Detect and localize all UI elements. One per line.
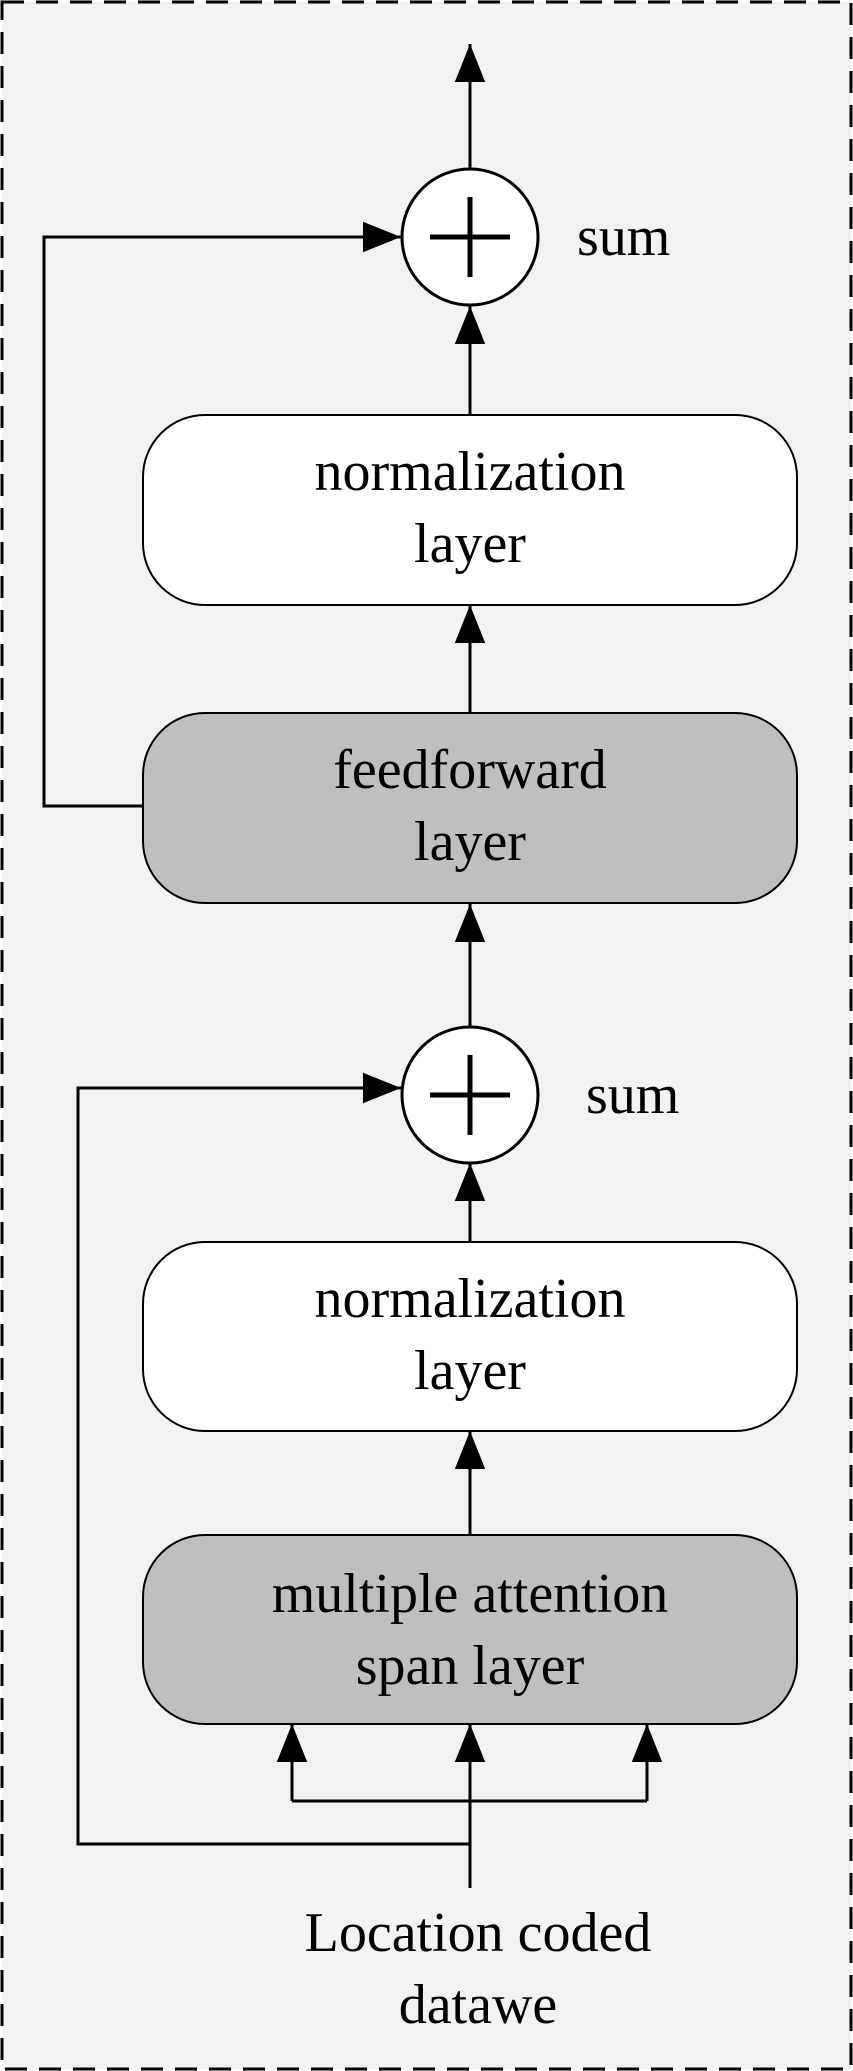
sum-bottom-label: sum <box>586 1064 679 1126</box>
sum-node-top: sum <box>400 167 670 307</box>
normalization-layer-top: normalization layer <box>142 414 798 606</box>
feedforward-layer: feedforward layer <box>142 712 798 904</box>
normalization-layer-bottom-line2: layer <box>414 1340 526 1402</box>
attention-layer-line1: multiple attention <box>272 1563 669 1625</box>
feedforward-layer-box <box>142 712 798 904</box>
edge-residual-top <box>42 221 401 808</box>
attention-layer: multiple attention span layer <box>142 1534 798 1725</box>
input-label-line2: datawe <box>399 1974 558 2036</box>
feedforward-layer-line2: layer <box>414 811 526 873</box>
attention-layer-line2: span layer <box>356 1635 585 1697</box>
normalization-layer-top-line1: normalization <box>314 441 625 503</box>
normalization-layer-bottom-box <box>142 1241 798 1432</box>
normalization-layer-bottom-line1: normalization <box>314 1268 625 1330</box>
feedforward-layer-line1: feedforward <box>333 739 607 801</box>
normalization-layer-top-box <box>142 414 798 606</box>
input-label: Location coded datawe <box>305 1902 652 2036</box>
attention-layer-box <box>142 1534 798 1725</box>
normalization-layer-top-line2: layer <box>414 513 526 575</box>
input-label-line1: Location coded <box>305 1902 652 1964</box>
sum-top-label: sum <box>577 206 670 268</box>
sum-node-bottom: sum <box>400 1025 679 1165</box>
edge-residual-bottom <box>76 1072 470 1846</box>
normalization-layer-bottom: normalization layer <box>142 1241 798 1432</box>
